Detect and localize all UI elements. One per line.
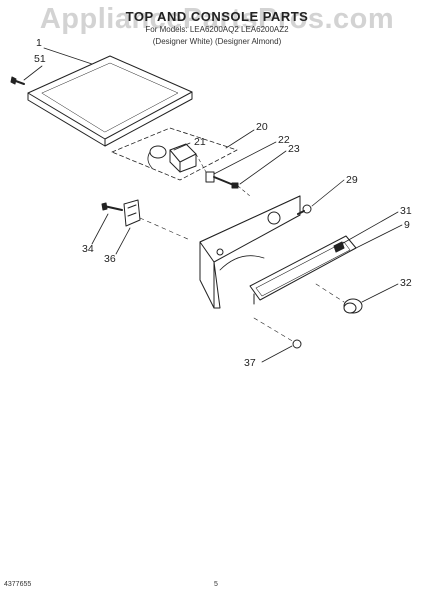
model-line: For Models: LEA6200AQ2 LEA6200AZ2 — [145, 25, 289, 34]
callout-22: 22 — [278, 134, 290, 146]
callout-34: 34 — [82, 243, 94, 255]
knob-32-part — [315, 283, 363, 314]
screw-51-part — [10, 76, 25, 85]
top-panel-part — [27, 55, 193, 147]
callout-31: 31 — [400, 205, 412, 217]
leader-lines — [23, 47, 403, 363]
callout-32: 32 — [400, 277, 412, 289]
callout-1: 1 — [36, 37, 42, 49]
color-line: (Designer White) (Designer Almond) — [152, 37, 282, 46]
bracket-assembly-20 — [111, 127, 251, 197]
callout-9: 9 — [404, 219, 410, 231]
screw-29-part — [297, 204, 312, 215]
callout-21: 21 — [194, 136, 206, 148]
callout-29: 29 — [346, 174, 358, 186]
callout-23: 23 — [288, 143, 300, 155]
document-number: 4377655 — [4, 581, 32, 588]
page-number: 5 — [214, 581, 218, 588]
callout-20: 20 — [256, 121, 268, 133]
callout-37: 37 — [244, 357, 256, 369]
callout-36: 36 — [104, 253, 116, 265]
screw-37-part — [253, 317, 302, 349]
page-title: TOP AND CONSOLE PARTS — [125, 9, 309, 24]
side-bracket-36 — [101, 199, 191, 241]
console-panel — [199, 195, 357, 309]
callout-51: 51 — [34, 53, 46, 65]
watermark: AppliancePartsPros.com — [39, 3, 395, 35]
callout-labels: 1 51 20 21 22 23 29 31 9 32 34 36 37 — [34, 37, 412, 369]
